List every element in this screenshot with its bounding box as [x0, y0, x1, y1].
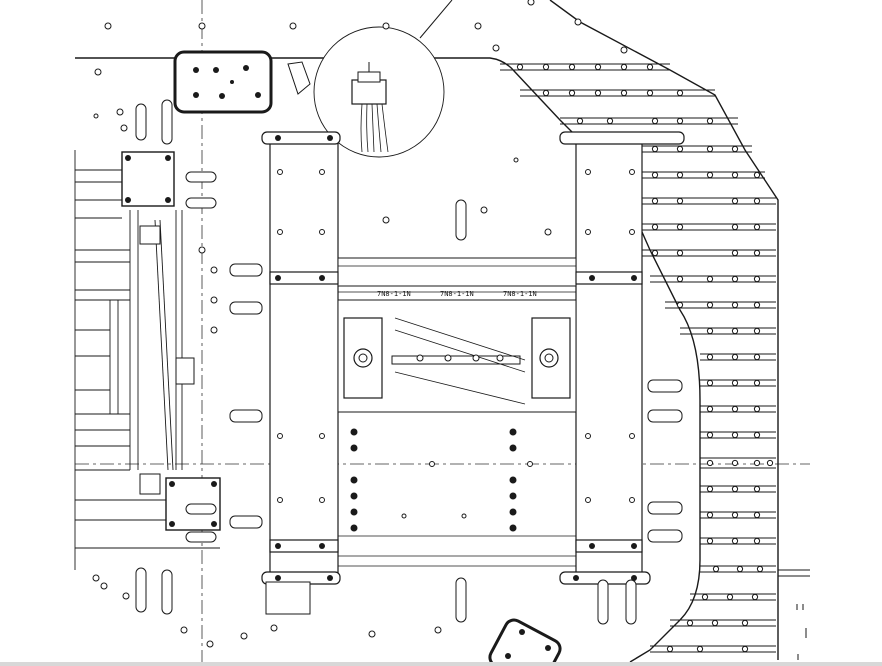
part-label-b: 7N8-1-1N — [440, 290, 474, 298]
status-bar — [0, 662, 882, 666]
left-frame — [74, 99, 221, 615]
rail-holes — [516, 63, 774, 653]
right-rail-lines — [500, 63, 810, 653]
top-left-plate — [173, 50, 273, 114]
bottom-plate — [488, 618, 562, 666]
edge-marks — [796, 604, 807, 660]
part-label-a: 7N8-1-1N — [377, 290, 411, 298]
central-frame: 7N8-1-1N 7N8-1-1N 7N8-1-1N — [229, 131, 685, 625]
detail-callout — [313, 0, 453, 158]
bracket-clip — [287, 61, 311, 95]
part-label-c: 7N8-1-1N — [503, 290, 537, 298]
mounting-holes — [92, 0, 635, 648]
connector-detail — [351, 62, 389, 153]
